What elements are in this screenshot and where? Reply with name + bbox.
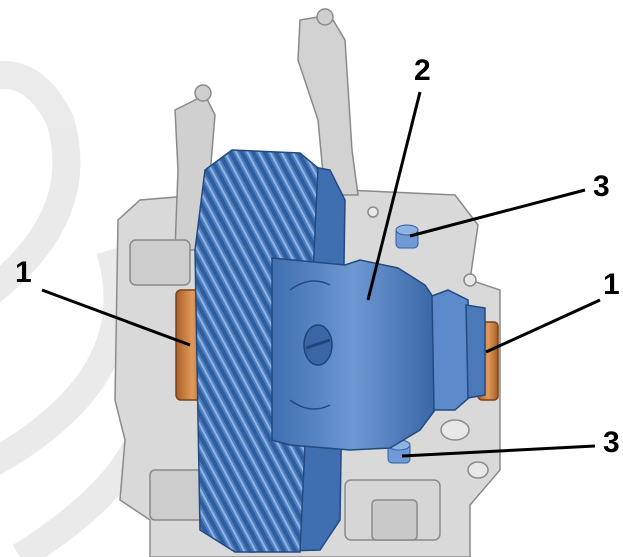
callout-stud-top: 3	[593, 170, 610, 203]
stud-top	[395, 224, 419, 249]
leader-housing	[366, 91, 422, 301]
leader-bearing-left	[41, 288, 191, 347]
leader-bearing-right	[485, 298, 601, 354]
leader-lines	[41, 91, 601, 458]
leader-stud-top	[409, 188, 586, 238]
differential-housing	[271, 257, 486, 451]
callout-differential-housing: 2	[414, 54, 431, 87]
callout-bearing-right: 1	[603, 268, 620, 301]
callout-stud-bottom: 3	[603, 426, 620, 459]
callout-bearing-left: 1	[15, 256, 32, 289]
leader-stud-bottom	[401, 444, 596, 458]
